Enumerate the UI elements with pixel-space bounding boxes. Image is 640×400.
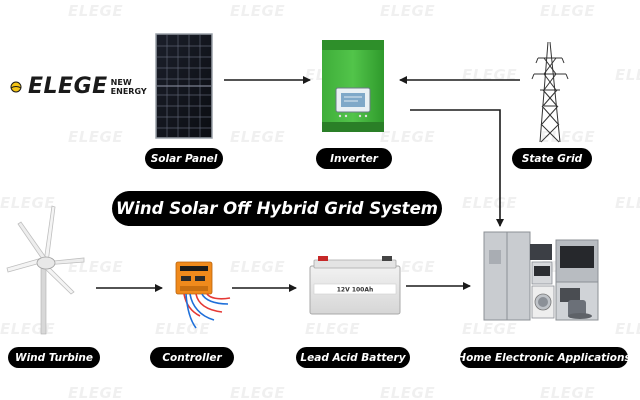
watermark: ELEGE [230, 384, 286, 400]
watermark: ELEGE [155, 320, 211, 338]
charge-controller-icon [175, 261, 231, 329]
label-home-electronic-applications: Home Electronic Applications [457, 347, 631, 368]
watermark: ELEGE [380, 2, 436, 20]
solar-panel-icon [155, 33, 213, 139]
label-wind-turbine: Wind Turbine [8, 347, 100, 368]
wind-turbine-icon [6, 205, 85, 335]
battery-icon: 12V 100Ah [309, 256, 401, 315]
watermark: ELEGE [540, 384, 596, 400]
diagram-title: Wind Solar Off Hybrid Grid System [112, 191, 442, 226]
watermark: ELEGE [68, 384, 124, 400]
label-state-grid: State Grid [512, 148, 592, 169]
brand-tagline-line1: NEW [110, 77, 132, 87]
watermark: ELEGE [305, 320, 361, 338]
brand-name: ELEGE [28, 74, 108, 99]
watermark: ELEGE [615, 66, 640, 84]
home-appliances-icon [483, 231, 599, 321]
watermark: ELEGE [68, 128, 124, 146]
arrow-inverter-to-home [410, 109, 504, 227]
watermark: ELEGE [0, 194, 56, 212]
watermark: ELEGE [615, 194, 640, 212]
label-controller: Controller [150, 347, 234, 368]
battery-rating: 12V 100Ah [337, 287, 374, 294]
watermark: ELEGE [380, 128, 436, 146]
watermark: ELEGE [68, 2, 124, 20]
label-inverter: Inverter [316, 148, 392, 169]
label-solar-panel: Solar Panel [145, 148, 223, 169]
brand-tagline: NEW ENERGY [111, 78, 147, 96]
watermark: ELEGE [230, 2, 286, 20]
watermark: ELEGE [380, 384, 436, 400]
watermark: ELEGE [462, 194, 518, 212]
watermark: ELEGE [462, 320, 518, 338]
brand-logo: ELEGE NEW ENERGY [8, 74, 147, 99]
power-tower-icon [531, 41, 569, 143]
watermark: ELEGE [615, 320, 640, 338]
label-lead-acid-battery: Lead Acid Battery [296, 347, 410, 368]
brand-tagline-line2: ENERGY [110, 86, 147, 96]
watermark: ELEGE [540, 128, 596, 146]
inverter-icon [322, 40, 384, 132]
sun-logo-icon [10, 81, 22, 92]
watermark: ELEGE [230, 128, 286, 146]
watermark: ELEGE [540, 2, 596, 20]
watermark: ELEGE [230, 258, 286, 276]
